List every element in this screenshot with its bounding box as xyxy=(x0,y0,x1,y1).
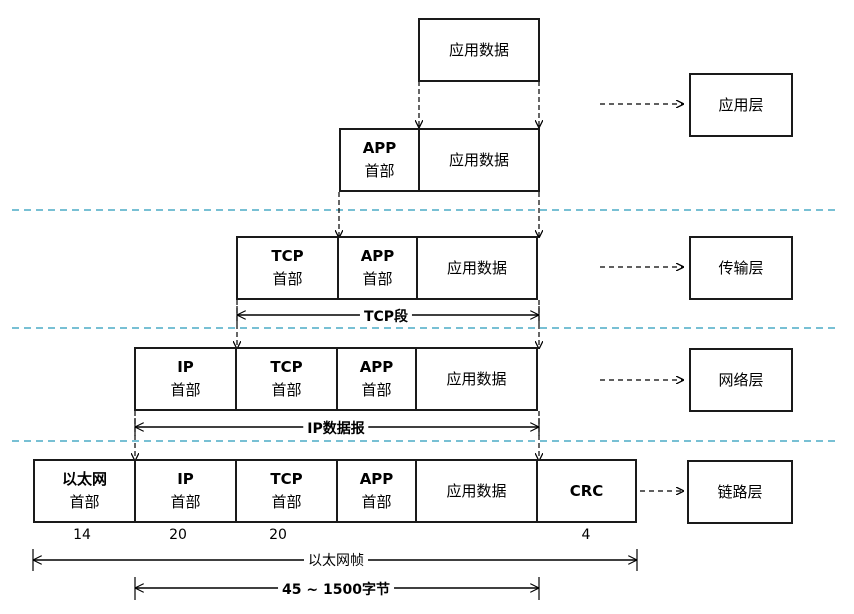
crc-size-label: 4 xyxy=(581,527,591,543)
tcp-header-box: TCP 首部 xyxy=(236,236,339,300)
link-layer-box: 链路层 xyxy=(687,460,793,524)
transport-layer-box: 传输层 xyxy=(689,236,793,300)
app-header-label-2: 首部 xyxy=(361,493,392,511)
app-header-box: APP 首部 xyxy=(336,347,417,411)
app-data-label: 应用数据 xyxy=(446,369,507,388)
ethernet-header-label-1: 以太网 xyxy=(61,470,107,488)
app-header-label-1: APP xyxy=(359,358,394,376)
ip-header-label-1: IP xyxy=(177,470,194,488)
app-data-box: 应用数据 xyxy=(416,236,538,300)
app-header-label-2: 首部 xyxy=(364,162,395,180)
app-data-box: 应用数据 xyxy=(418,128,540,192)
tcp-header-label-1: TCP xyxy=(270,358,303,376)
eth-size-label: 14 xyxy=(73,527,91,543)
tcp-size-label: 20 xyxy=(269,527,287,543)
application-layer-box: 应用层 xyxy=(689,73,793,137)
app-data-box: 应用数据 xyxy=(415,459,538,523)
ip-header-label-2: 首部 xyxy=(170,493,201,511)
app-header-box: APP 首部 xyxy=(339,128,420,192)
app-header-label-1: APP xyxy=(359,470,394,488)
tcp-header-box: TCP 首部 xyxy=(235,459,338,523)
app-header-label-2: 首部 xyxy=(362,270,393,288)
ip-header-label-2: 首部 xyxy=(170,381,201,399)
app-header-box: APP 首部 xyxy=(337,236,418,300)
link-layer-label: 链路层 xyxy=(717,482,763,501)
network-layer-label: 网络层 xyxy=(718,370,764,389)
ethernet-header-label-2: 首部 xyxy=(69,493,100,511)
app-data-label: 应用数据 xyxy=(446,258,507,277)
ip-header-label-1: IP xyxy=(177,358,194,376)
app-header-label-1: APP xyxy=(362,139,397,157)
app-data-label: 应用数据 xyxy=(446,481,507,500)
ethernet-frame-label: 以太网帧 xyxy=(304,550,368,570)
network-layer-box: 网络层 xyxy=(689,348,793,412)
tcp-header-label-2: 首部 xyxy=(271,381,302,399)
app-header-label-2: 首部 xyxy=(361,381,392,399)
app-data-box: 应用数据 xyxy=(415,347,538,411)
app-data-box: 应用数据 xyxy=(418,18,540,82)
tcp-header-box: TCP 首部 xyxy=(235,347,338,411)
crc-box: CRC xyxy=(536,459,637,523)
ethernet-header-box: 以太网 首部 xyxy=(33,459,136,523)
tcp-header-label-2: 首部 xyxy=(272,270,303,288)
app-header-label-1: APP xyxy=(360,247,395,265)
ip-header-box: IP 首部 xyxy=(134,347,237,411)
payload-size-label: 45 ~ 1500字节 xyxy=(278,579,394,599)
tcp-header-label-1: TCP xyxy=(270,470,303,488)
app-header-box: APP 首部 xyxy=(336,459,417,523)
app-data-label: 应用数据 xyxy=(448,150,509,169)
tcp-header-label-2: 首部 xyxy=(271,493,302,511)
application-layer-label: 应用层 xyxy=(718,95,764,114)
ip-datagram-label: IP数据报 xyxy=(303,418,369,438)
transport-layer-label: 传输层 xyxy=(718,258,764,277)
ip-header-box: IP 首部 xyxy=(134,459,237,523)
app-data-label: 应用数据 xyxy=(448,40,509,59)
tcp-segment-label: TCP段 xyxy=(359,306,413,326)
crc-label: CRC xyxy=(569,481,604,500)
tcp-header-label-1: TCP xyxy=(271,247,304,265)
ip-size-label: 20 xyxy=(169,527,187,543)
